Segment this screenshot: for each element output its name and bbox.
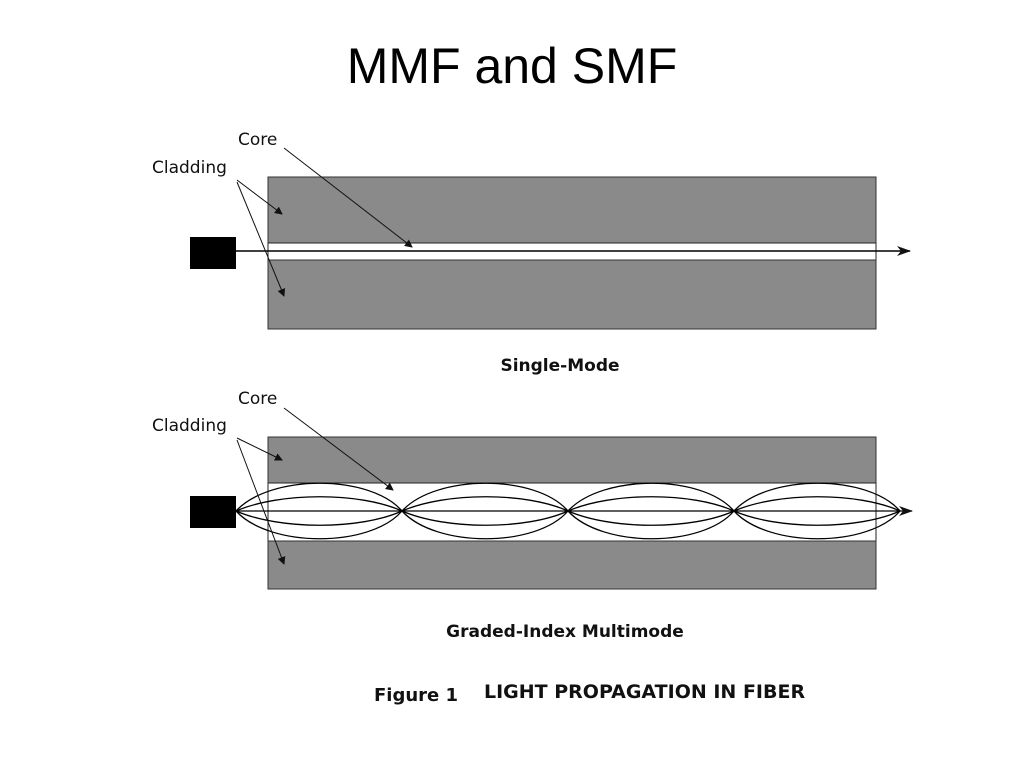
single-mode-light-source: [190, 237, 236, 269]
multimode-cladding-label: Cladding: [152, 416, 227, 436]
single-mode-cladding-pointer-bottom: [236, 181, 286, 297]
single-mode-fiber: Core Cladding Single-Mode: [152, 130, 911, 376]
single-mode-cladding-bottom: [267, 259, 877, 330]
figure-number: Figure 1: [374, 685, 458, 706]
multimode-cladding-pointer-top: [236, 437, 283, 461]
single-mode-cladding-label: Cladding: [152, 158, 227, 178]
slide-title: MMF and SMF: [346, 38, 678, 94]
multimode-cladding-top: [267, 436, 877, 484]
single-mode-cladding-top: [267, 176, 877, 244]
single-mode-caption: Single-Mode: [500, 356, 619, 376]
multimode-cladding-pointer-bottom: [236, 439, 286, 565]
multimode-fiber: Core Cladding Graded-Index Multimode: [152, 389, 913, 642]
single-mode-cladding-pointer-top: [236, 179, 283, 215]
figure-caption: LIGHT PROPAGATION IN FIBER: [484, 681, 805, 703]
multimode-core-label: Core: [238, 389, 277, 409]
single-mode-core-pointer: [283, 147, 413, 248]
multimode-caption: Graded-Index Multimode: [446, 622, 684, 642]
multimode-cladding-bottom: [267, 540, 877, 590]
multimode-core-pointer: [283, 407, 394, 491]
multimode-light-source: [190, 496, 236, 528]
single-mode-core-label: Core: [238, 130, 277, 150]
